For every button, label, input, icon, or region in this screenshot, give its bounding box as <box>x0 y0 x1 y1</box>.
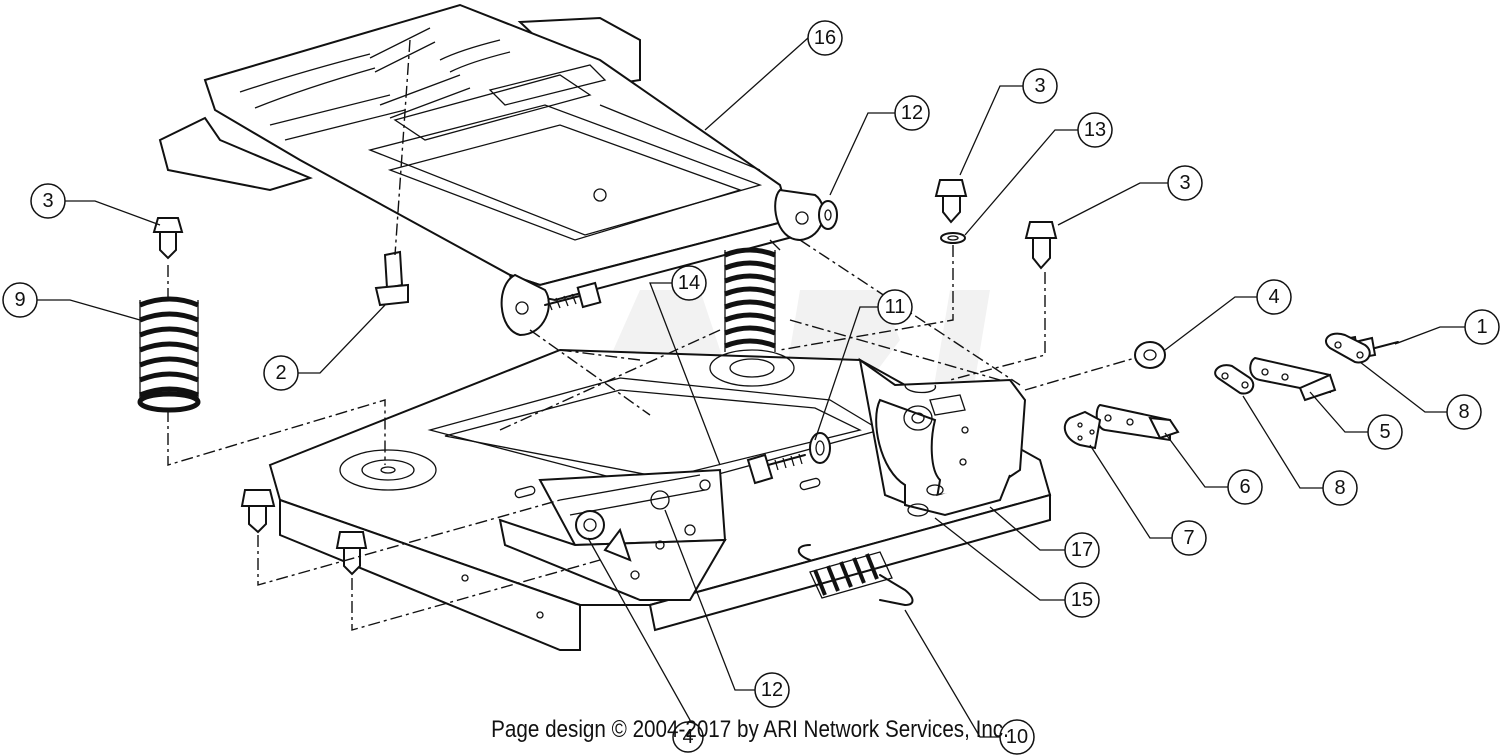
bolt-11 <box>746 432 831 485</box>
plate-8-right <box>1325 332 1371 364</box>
bolt-frame-left-2 <box>335 531 368 576</box>
svg-text:3: 3 <box>42 190 53 212</box>
callout-4: 4 <box>1256 279 1292 315</box>
leader-lines <box>37 37 1467 738</box>
svg-text:13: 13 <box>1084 119 1106 141</box>
callout-1: 1 <box>1464 309 1500 345</box>
callout-15: 15 <box>1064 582 1100 618</box>
callout-4-bottom: 4 <box>672 721 704 753</box>
callout-12-bottom: 12 <box>754 672 790 708</box>
lock-washer-13 <box>940 232 966 244</box>
svg-text:8: 8 <box>1458 401 1469 423</box>
plate-8-mid <box>1214 364 1255 395</box>
svg-text:3: 3 <box>1179 172 1190 194</box>
bracket-5 <box>1249 356 1337 402</box>
svg-text:17: 17 <box>1071 539 1093 561</box>
bolt-3-left <box>152 217 184 260</box>
callout-12-top: 12 <box>894 95 930 131</box>
svg-text:10: 10 <box>1006 726 1028 748</box>
callout-10: 10 <box>999 719 1035 755</box>
svg-text:8: 8 <box>1334 477 1345 499</box>
bolt-2 <box>374 250 409 307</box>
clip-7 <box>1063 410 1102 450</box>
callout-5: 5 <box>1367 414 1403 450</box>
coil-spring-center <box>724 239 781 352</box>
bolt-3-mid <box>934 179 968 224</box>
bushing-4 <box>1134 341 1166 369</box>
svg-text:12: 12 <box>901 102 923 124</box>
hinge-bracket <box>498 468 727 601</box>
callout-6: 6 <box>1227 469 1263 505</box>
svg-text:6: 6 <box>1239 476 1250 498</box>
pivot-bracket-17 <box>858 357 1027 517</box>
svg-text:15: 15 <box>1071 589 1093 611</box>
svg-text:1: 1 <box>1476 316 1487 338</box>
callout-14: 14 <box>671 265 707 301</box>
svg-text:4: 4 <box>682 726 693 748</box>
svg-text:12: 12 <box>761 679 783 701</box>
callout-9: 9 <box>2 282 38 318</box>
svg-text:9: 9 <box>14 289 25 311</box>
svg-text:3: 3 <box>1034 75 1045 97</box>
copyright-footer: Page design © 2004-2017 by ARI Network S… <box>491 716 1009 743</box>
callout-2: 2 <box>263 355 299 391</box>
callout-8-mid: 8 <box>1322 470 1358 506</box>
svg-text:14: 14 <box>678 272 700 294</box>
svg-text:4: 4 <box>1268 286 1279 308</box>
callout-13: 13 <box>1077 112 1113 148</box>
svg-text:11: 11 <box>885 296 906 318</box>
callout-8-right: 8 <box>1446 394 1482 430</box>
callout-3-right: 3 <box>1167 165 1203 201</box>
callout-11: 11 <box>877 289 913 325</box>
callout-7: 7 <box>1171 520 1207 556</box>
callout-17: 17 <box>1064 532 1100 568</box>
bolt-frame-left-1 <box>240 489 276 534</box>
svg-text:7: 7 <box>1183 527 1194 549</box>
svg-text:2: 2 <box>275 362 286 384</box>
callout-3-top: 3 <box>1022 68 1058 104</box>
seat-plate-16 <box>158 3 825 337</box>
washer-12-top <box>818 200 838 230</box>
callout-16: 16 <box>807 20 843 56</box>
callout-3-left: 3 <box>30 183 66 219</box>
svg-text:16: 16 <box>814 27 836 49</box>
svg-text:5: 5 <box>1379 421 1390 443</box>
extension-spring-10 <box>797 544 914 606</box>
coil-spring-9 <box>137 296 201 413</box>
bracket-6 <box>1095 403 1180 442</box>
bolt-3-right <box>1024 221 1058 270</box>
